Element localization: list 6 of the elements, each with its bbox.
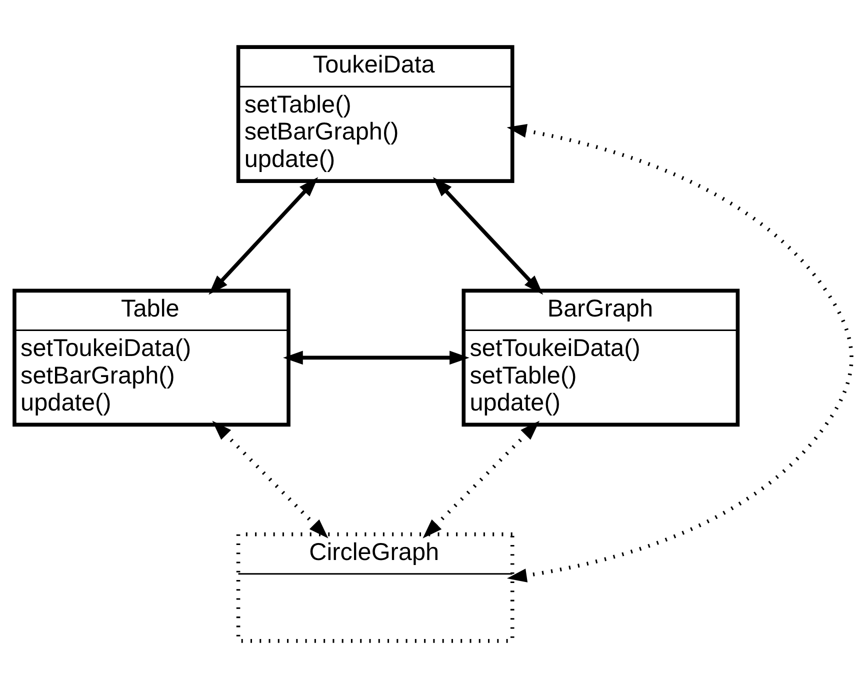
arrow (208, 177, 318, 295)
arrow (283, 350, 470, 365)
arrow (506, 124, 854, 582)
arrow (422, 420, 540, 538)
arrow (212, 420, 328, 538)
arrow (432, 177, 544, 295)
